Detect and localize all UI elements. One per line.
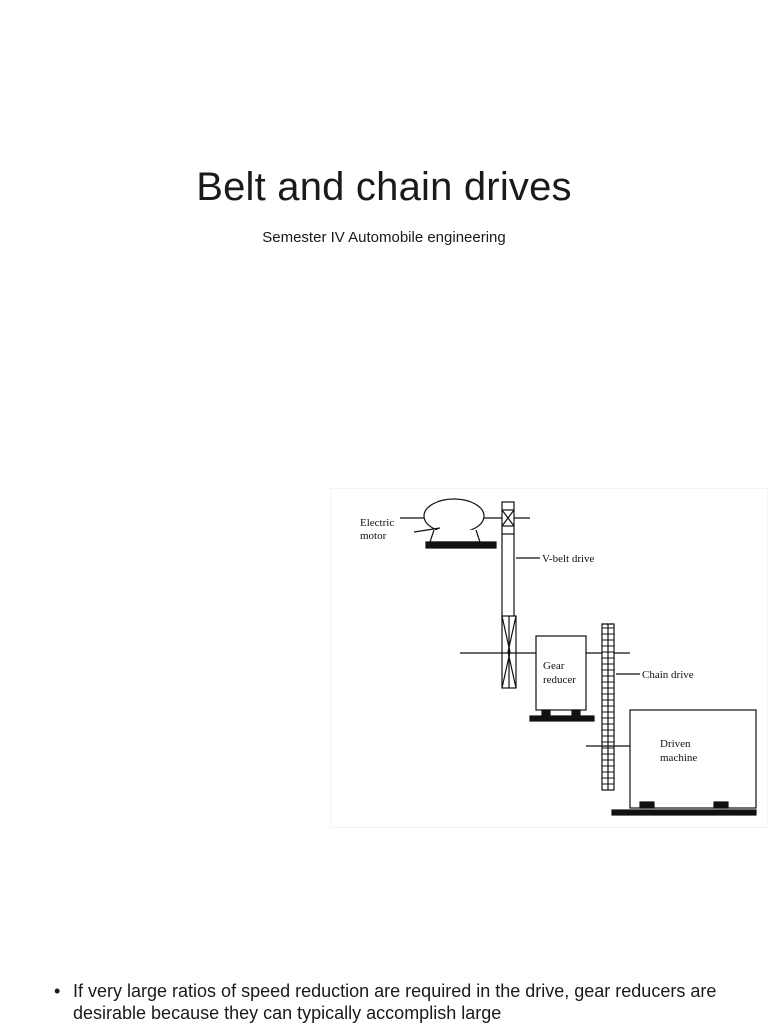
label-electric-motor-1: Electric xyxy=(360,517,394,529)
label-gear-reducer-1: Gear xyxy=(543,660,565,672)
bullet-marker: • xyxy=(54,981,61,1001)
slide-subtitle: Semester IV Automobile engineering xyxy=(262,229,506,246)
motor-label-arrow xyxy=(413,527,441,533)
driven-machine-shape xyxy=(586,709,757,816)
drive-diagram: Electric motor V-belt drive Gear reducer… xyxy=(330,488,768,828)
body-bullet: • If very large ratios of speed reductio… xyxy=(54,980,756,1024)
v-belt-shape xyxy=(501,534,515,618)
bullet-text: If very large ratios of speed reduction … xyxy=(73,981,717,1023)
chain-drive-shape xyxy=(601,623,615,791)
label-gear-reducer-2: reducer xyxy=(543,674,576,686)
label-driven-machine-1: Driven xyxy=(660,738,691,750)
label-driven-machine-2: machine xyxy=(660,752,697,764)
label-v-belt-drive: V-belt drive xyxy=(542,553,595,565)
slide-title: Belt and chain drives xyxy=(196,165,572,209)
label-electric-motor-2: motor xyxy=(360,530,387,542)
drive-diagram-svg: Electric motor V-belt drive Gear reducer… xyxy=(360,498,757,816)
electric-motor-shape xyxy=(400,498,530,549)
label-chain-drive: Chain drive xyxy=(642,669,694,681)
bottom-pulley-shape xyxy=(501,615,517,689)
gear-reducer-shape xyxy=(529,635,595,722)
top-pulley-shape xyxy=(501,501,515,535)
